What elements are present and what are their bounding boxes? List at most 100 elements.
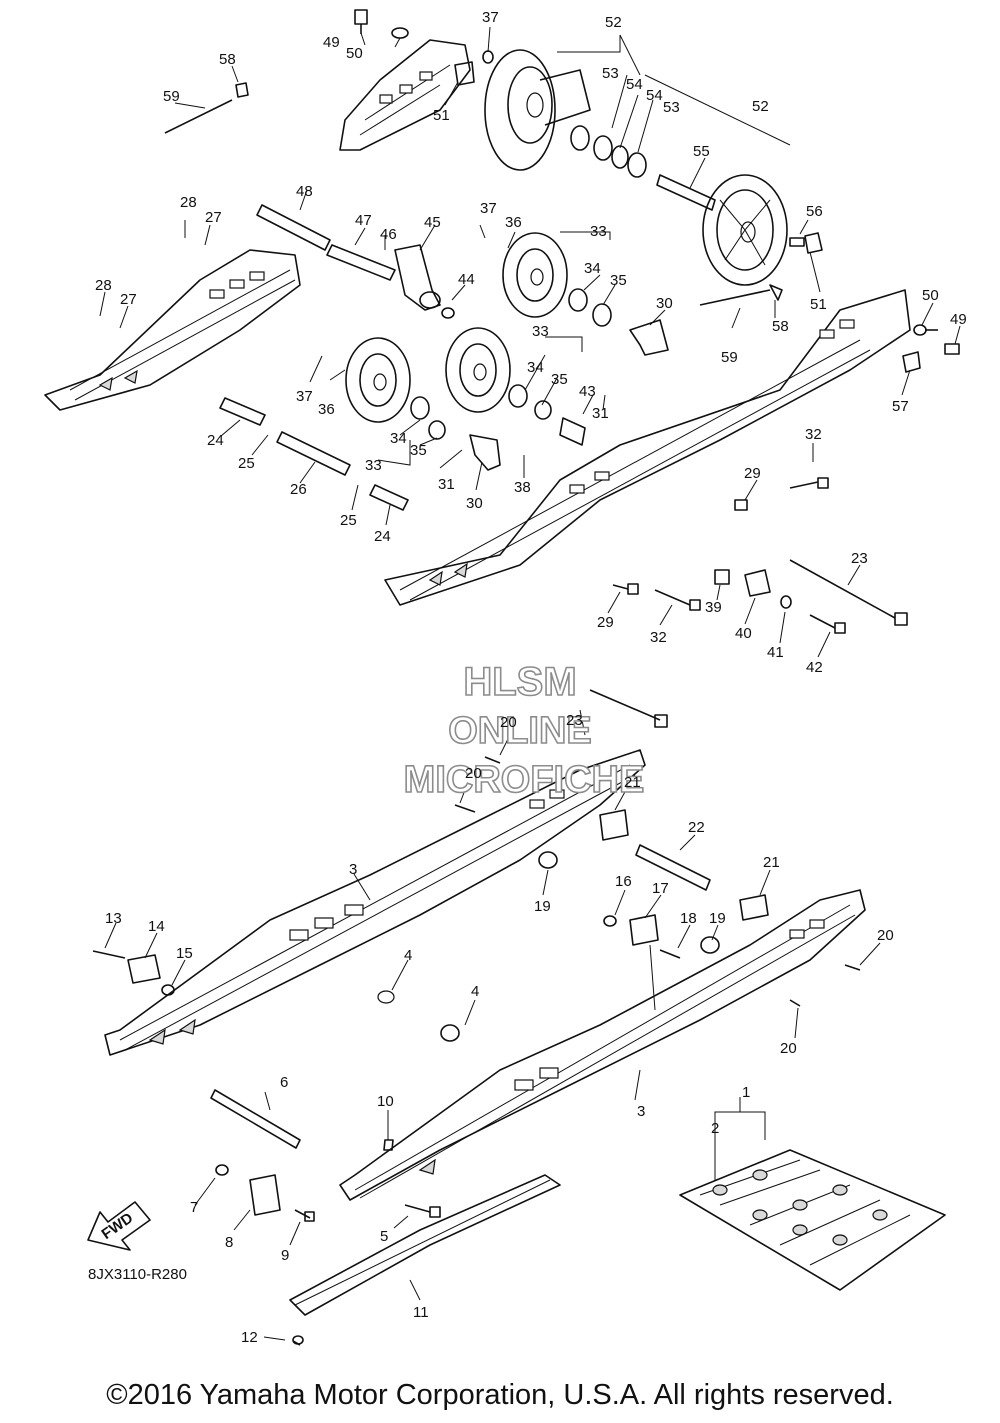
callout-36b: 36	[318, 401, 335, 418]
callout-31b: 31	[438, 476, 455, 493]
callout-43: 43	[579, 383, 596, 400]
callout-4: 4	[404, 947, 412, 964]
slider-runner	[289, 1174, 561, 1316]
callout-29: 29	[744, 465, 761, 482]
upper-rail-rear	[339, 39, 471, 151]
rail-hardware	[92, 756, 861, 1222]
callout-34c: 34	[390, 430, 407, 447]
callout-54: 54	[626, 76, 643, 93]
callout-11: 11	[413, 1304, 429, 1321]
callout-4b: 4	[471, 983, 479, 1000]
callout-1: 1	[742, 1084, 750, 1101]
callout-56: 56	[806, 203, 823, 220]
watermark-line1: HLSM	[463, 660, 576, 704]
callout-13: 13	[105, 910, 122, 927]
callout-58b: 58	[772, 318, 789, 335]
callout-27: 27	[205, 209, 222, 226]
callout-19b: 19	[709, 910, 726, 927]
callout-57: 57	[892, 398, 909, 415]
callout-24b: 24	[374, 528, 391, 545]
idler-wheels-mid	[345, 232, 669, 471]
callout-30b: 30	[466, 495, 483, 512]
watermark-line3: MICROFICHE	[404, 759, 645, 801]
diagram-code: 8JX3110-R280	[88, 1266, 187, 1283]
callout-28b: 28	[95, 277, 112, 294]
callout-3b: 3	[637, 1103, 645, 1120]
callout-7: 7	[190, 1199, 198, 1216]
callout-36: 36	[505, 214, 522, 231]
callout-51: 51	[433, 107, 450, 124]
idler-wheel-large-left	[484, 49, 591, 171]
idler-wheel-large-right	[702, 174, 788, 286]
callout-59: 59	[163, 88, 180, 105]
callout-33c: 33	[365, 457, 382, 474]
callout-49: 49	[323, 34, 340, 51]
callout-18: 18	[680, 910, 697, 927]
callout-35b: 35	[551, 371, 568, 388]
slider-screw	[292, 1335, 304, 1346]
callout-34: 34	[584, 260, 601, 277]
callout-54b: 54	[646, 87, 663, 104]
callout-31: 31	[592, 405, 609, 422]
callout-6: 6	[280, 1074, 288, 1091]
callout-30: 30	[656, 295, 673, 312]
callout-51b: 51	[810, 296, 827, 313]
callout-33: 33	[590, 223, 607, 240]
callout-50b: 50	[922, 287, 939, 304]
callout-15: 15	[176, 945, 193, 962]
callout-10: 10	[377, 1093, 394, 1110]
callout-53: 53	[602, 65, 619, 82]
callout-44: 44	[458, 271, 475, 288]
callout-37b: 37	[480, 200, 497, 217]
slide-rail-left	[104, 749, 646, 1056]
callout-59b: 59	[721, 349, 738, 366]
callout-35c: 35	[410, 442, 427, 459]
callout-21b: 21	[763, 854, 780, 871]
callout-2: 2	[711, 1120, 719, 1137]
callout-50: 50	[346, 45, 363, 62]
track	[679, 1149, 946, 1291]
callout-39: 39	[705, 599, 722, 616]
callout-23: 23	[851, 550, 868, 567]
watermark: HLSM ONLINE MICROFICHE	[403, 659, 645, 802]
slide-rail-right	[339, 889, 866, 1201]
shafts-left	[219, 204, 409, 511]
callout-37c: 37	[296, 388, 313, 405]
callout-41: 41	[767, 644, 784, 661]
callout-46: 46	[380, 226, 397, 243]
callout-26: 26	[290, 481, 307, 498]
callout-16: 16	[615, 873, 632, 890]
callout-38: 38	[514, 479, 531, 496]
callout-37: 37	[482, 9, 499, 26]
watermark-line2: ONLINE	[448, 710, 592, 752]
callout-22: 22	[688, 819, 705, 836]
upper-rail-left	[44, 249, 301, 411]
callout-20c: 20	[877, 927, 894, 944]
bearings-upper	[570, 125, 647, 178]
callout-45: 45	[424, 214, 441, 231]
callout-29b: 29	[597, 614, 614, 631]
callout-32: 32	[805, 426, 822, 443]
callout-23b: 23	[566, 712, 583, 729]
callout-8: 8	[225, 1234, 233, 1251]
callout-27b: 27	[120, 291, 137, 308]
callout-53b: 53	[663, 99, 680, 116]
callout-20d: 20	[780, 1040, 797, 1057]
callout-3: 3	[349, 861, 357, 878]
leader-lines	[99, 26, 961, 1341]
callout-58: 58	[219, 51, 236, 68]
bolts-mid-right	[589, 284, 960, 728]
callout-47: 47	[355, 212, 372, 229]
callout-24: 24	[207, 432, 224, 449]
callout-12: 12	[241, 1329, 258, 1346]
callout-35: 35	[610, 272, 627, 289]
small-fasteners-top	[164, 9, 823, 254]
callout-42: 42	[806, 659, 823, 676]
callout-49b: 49	[950, 311, 967, 328]
idler-axle	[656, 174, 716, 211]
fwd-arrow-icon: FWD	[87, 1201, 151, 1251]
rear-arm	[394, 244, 455, 319]
callout-9: 9	[281, 1247, 289, 1264]
callout-34b: 34	[527, 359, 544, 376]
